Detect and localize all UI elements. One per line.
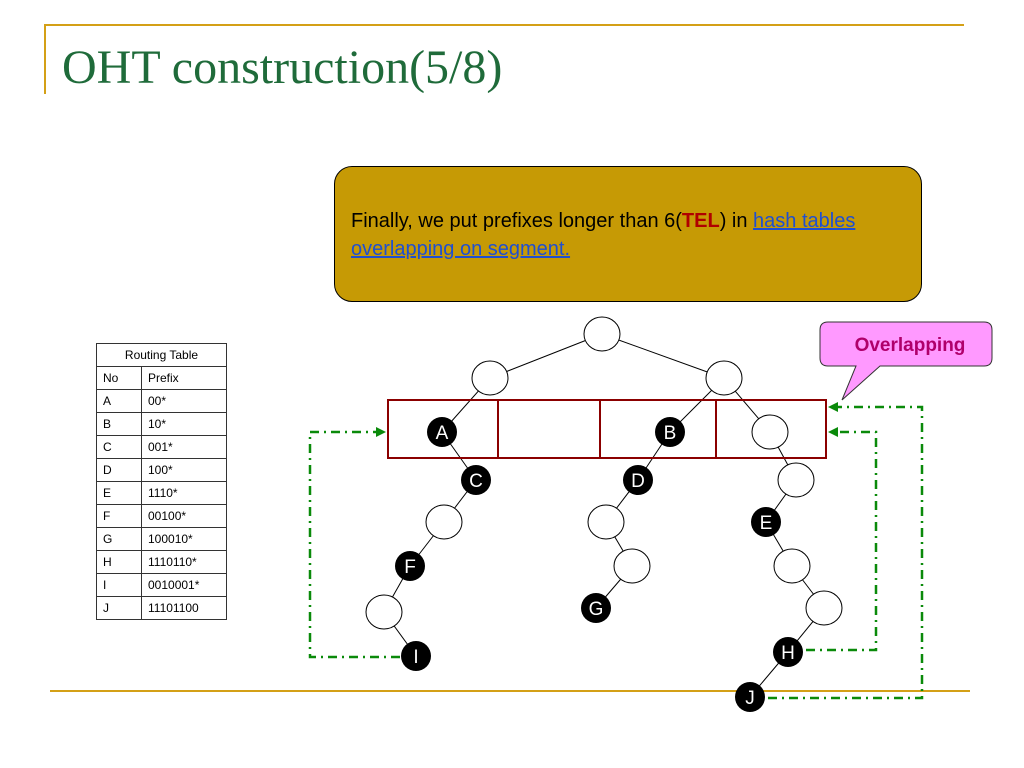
row-no: H — [96, 550, 142, 574]
row-prefix: 10* — [141, 412, 227, 436]
prefix-node-g: G — [581, 593, 611, 623]
callout-text: Finally, we put prefixes longer than 6( — [351, 210, 682, 232]
prefix-node-e: E — [751, 507, 781, 537]
prefix-node-j: J — [735, 682, 765, 712]
tree-node — [583, 316, 621, 352]
tree-node — [425, 504, 463, 540]
prefix-node-label: J — [745, 688, 755, 709]
callout-text-middle: ) in — [719, 210, 754, 232]
tree-edge — [601, 333, 725, 379]
prefix-node-h: H — [773, 637, 803, 667]
tree-node — [365, 594, 403, 630]
empty-nodes — [365, 316, 843, 630]
pointer-arrow-j — [768, 402, 924, 700]
row-no: E — [96, 481, 142, 505]
prefix-node-label: A — [436, 423, 449, 444]
row-no: G — [96, 527, 142, 551]
hash-pointers — [308, 402, 924, 700]
prefix-node-label: F — [404, 557, 416, 578]
callout-tel: TEL — [681, 210, 720, 232]
prefix-node-a: A — [427, 417, 457, 447]
prefix-node-label: E — [760, 513, 773, 534]
top-rule — [44, 24, 964, 26]
prefix-node-label: H — [781, 643, 795, 664]
tree-node — [777, 462, 815, 498]
overlap-label: Overlapping — [855, 335, 966, 356]
row-prefix: 1110110* — [141, 550, 227, 574]
slide-title: OHT construction(5/8) — [62, 41, 503, 94]
prefix-node-f: F — [395, 551, 425, 581]
tree-edge — [489, 333, 603, 379]
row-no: C — [96, 435, 142, 459]
prefix-node-label: G — [589, 599, 604, 620]
row-prefix: 001* — [141, 435, 227, 459]
callout-link[interactable]: hash tables overlapping on segment. — [351, 210, 856, 260]
tree-node — [587, 504, 625, 540]
prefix-node-c: C — [461, 465, 491, 495]
prefix-node-label: C — [469, 471, 483, 492]
row-no: A — [96, 389, 142, 413]
row-no: D — [96, 458, 142, 482]
bottom-rule — [50, 690, 970, 692]
tree-node — [471, 360, 509, 396]
prefix-node-b: B — [655, 417, 685, 447]
overlap-callout-shape — [819, 321, 993, 401]
prefix-nodes: A B C D E F G H — [395, 417, 803, 712]
tree-node — [773, 548, 811, 584]
prefix-node-label: I — [413, 647, 418, 668]
segment-row — [387, 399, 827, 459]
tree-node — [613, 548, 651, 584]
row-no: J — [96, 596, 142, 620]
callout-box: Finally, we put prefixes longer than 6(T… — [334, 166, 922, 302]
tree-node — [805, 590, 843, 626]
tree-node — [705, 360, 743, 396]
overlap-callout: Overlapping — [819, 321, 993, 401]
pointer-arrow-h — [806, 427, 878, 652]
pointer-arrow-i — [308, 427, 400, 659]
row-prefix: 11101100 — [141, 596, 227, 620]
prefix-node-label: B — [664, 423, 677, 444]
prefix-node-d: D — [623, 465, 653, 495]
row-prefix: 0010001* — [141, 573, 227, 597]
row-no: I — [96, 573, 142, 597]
prefix-node-label: D — [631, 471, 645, 492]
left-rule — [44, 24, 46, 94]
col-header-no: No — [96, 366, 142, 390]
tree-node — [751, 414, 789, 450]
segment-boxes — [387, 399, 827, 459]
prefix-node-i: I — [401, 641, 431, 671]
